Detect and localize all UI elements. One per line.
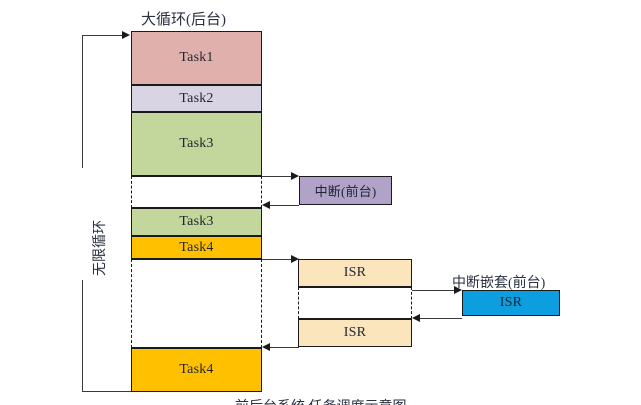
isr-block-nested: ISR — [462, 290, 560, 316]
return-isr-arrowhead-icon — [262, 342, 270, 351]
task-block-task2: Task2 — [131, 85, 262, 112]
isr-block-second: ISR — [298, 319, 412, 347]
enter-isr-arrow-line — [262, 259, 292, 260]
background-loop-title: 大循环(后台) — [141, 12, 226, 28]
loop-arrowhead-icon — [122, 30, 130, 39]
task-block-task3-second: Task3 — [131, 208, 262, 236]
return-nested-isr-arrow-line — [418, 318, 462, 319]
return-nested-isr-arrowhead-icon — [412, 313, 420, 322]
infinite-loop-label: 无限循环 — [93, 220, 108, 276]
figure-caption-clipped: 前后台系统 任务调度示意图 — [0, 396, 641, 405]
enter-isr-arrowhead-icon — [291, 254, 299, 263]
enter-interrupt-arrowhead-icon — [291, 171, 299, 180]
return-isr-arrow-line — [268, 347, 299, 348]
nested-interrupt-title: 中断嵌套(前台) — [452, 276, 546, 291]
task-block-task3-first: Task3 — [131, 112, 262, 176]
return-interrupt-arrowhead-icon — [262, 200, 270, 209]
loop-top-segment — [82, 35, 122, 36]
task-suspended-gap-lower — [131, 259, 262, 348]
task-block-task1: Task1 — [131, 31, 262, 85]
return-interrupt-arrow-line — [268, 205, 299, 206]
task-block-task4-second: Task4 — [131, 348, 262, 392]
loop-bottom-segment — [82, 391, 132, 392]
enter-interrupt-arrow-line — [262, 176, 292, 177]
isr-block-first: ISR — [298, 259, 412, 287]
isr-suspended-gap — [298, 287, 412, 319]
infinite-loop-label-backdrop — [74, 168, 91, 280]
enter-nested-isr-arrowhead-icon — [454, 285, 462, 294]
task-suspended-gap-upper — [131, 176, 262, 208]
task-block-task4-first: Task4 — [131, 236, 262, 259]
figure-caption-text: 前后台系统 任务调度示意图 — [235, 396, 407, 405]
interrupt-block-foreground: 中断(前台) — [299, 176, 392, 205]
enter-nested-isr-arrow-line — [412, 290, 455, 291]
